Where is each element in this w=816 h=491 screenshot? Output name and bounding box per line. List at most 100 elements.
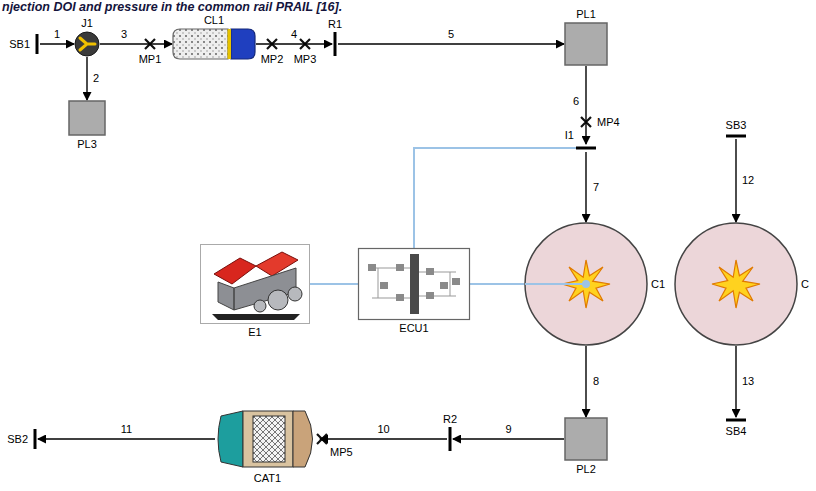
component-label: ECU1 [399, 322, 428, 335]
connector-number: 12 [741, 174, 755, 187]
component-symbol [200, 244, 310, 324]
component-label: SB1 [9, 38, 30, 51]
connector-number: 11 [120, 423, 133, 436]
drawing-part [582, 280, 590, 288]
drawing-part [675, 223, 797, 345]
connector-number: 8 [592, 375, 600, 388]
component-node: R1 [332, 32, 338, 56]
drawing-part [69, 101, 105, 135]
drawing-part [293, 411, 313, 467]
measure-point-label: MP5 [330, 446, 353, 459]
drawing-part [372, 268, 456, 298]
component-label: CAT1 [254, 472, 281, 485]
connector-number: 13 [741, 375, 755, 388]
component-symbol [564, 22, 608, 66]
component-node: SB4 [726, 417, 746, 423]
component-symbol [447, 427, 453, 451]
measure-point-symbols [145, 39, 591, 444]
drawing-part [410, 254, 419, 314]
drawing-part [212, 314, 300, 320]
component-node: ECU1 [358, 248, 470, 320]
measure-point-label: MP2 [261, 53, 284, 66]
drawing-part [396, 264, 404, 271]
connector-number: 4 [290, 28, 298, 41]
drawing-part [712, 260, 760, 308]
component-label: PL2 [576, 463, 596, 476]
connector-number: 2 [92, 72, 100, 85]
flow-connector [338, 43, 564, 44]
drawing-part [75, 32, 99, 56]
connector-number: 6 [572, 95, 580, 108]
flow-connector [38, 438, 215, 439]
drawing-part [726, 135, 746, 138]
drawing-part [228, 29, 232, 59]
component-node: E1 [200, 244, 310, 324]
flow-connector [40, 43, 74, 44]
drawing-part [268, 290, 288, 310]
connector-number: 9 [504, 423, 512, 436]
component-node: CAT1 [215, 408, 320, 470]
flow-connector [585, 346, 586, 417]
drawing-part [201, 245, 310, 324]
connector-number: 5 [447, 28, 455, 41]
component-label: PL1 [576, 8, 596, 21]
component-symbol [726, 417, 746, 423]
drawing-part [218, 411, 243, 467]
drawing-part [380, 282, 388, 289]
component-symbol [726, 133, 746, 139]
drawing-part [452, 278, 460, 285]
drawing-part [426, 292, 434, 299]
component-label: R1 [328, 18, 342, 31]
flow-connector [735, 346, 736, 417]
component-node: R2 [447, 427, 453, 451]
drawing-part [173, 29, 228, 59]
component-symbol [68, 100, 106, 136]
drawing-part [254, 300, 266, 312]
drawing-part [34, 429, 37, 449]
component-label: E1 [248, 326, 261, 339]
drawing-part [565, 418, 607, 460]
flow-connector [256, 43, 332, 44]
component-label: R2 [443, 413, 457, 426]
drawing-part [359, 249, 470, 320]
signal-wire [470, 283, 524, 285]
component-node: SB1 [34, 34, 40, 54]
component-node: PL3 [68, 100, 106, 136]
drawing-part [440, 282, 448, 289]
component-symbol [34, 34, 40, 54]
drawing-part [334, 32, 337, 56]
component-node: PL1 [564, 22, 608, 66]
flow-connector [86, 57, 87, 100]
component-symbol [358, 248, 470, 320]
flow-connector [453, 438, 564, 439]
component-symbol [332, 32, 338, 56]
connector-number: 10 [376, 423, 390, 436]
component-symbol [172, 28, 256, 60]
component-node: CL1 [172, 28, 256, 60]
drawing-part [449, 427, 452, 451]
signal-wire [310, 283, 358, 285]
measure-point-label: MP4 [597, 116, 620, 129]
component-symbol [576, 144, 596, 152]
component-symbol [32, 429, 38, 449]
drawing-part [565, 23, 607, 65]
measure-point-label: MP3 [294, 53, 317, 66]
component-label: PL3 [77, 138, 97, 151]
component-node: PL2 [564, 417, 608, 461]
flow-connector [735, 139, 736, 222]
component-label: CL1 [204, 14, 224, 27]
drawing-part [243, 411, 293, 467]
drawing-part [396, 294, 404, 301]
drawing-part [253, 416, 285, 462]
flow-connector [100, 43, 172, 44]
component-symbol [564, 417, 608, 461]
drawing-part [231, 29, 255, 59]
drawing-part [288, 287, 302, 301]
flow-connector [585, 152, 586, 222]
component-label: C1 [651, 278, 665, 291]
drawing-part [525, 223, 647, 345]
component-node: C1 [524, 222, 648, 346]
connector-number: 3 [120, 28, 128, 41]
drawing-part [525, 283, 586, 285]
